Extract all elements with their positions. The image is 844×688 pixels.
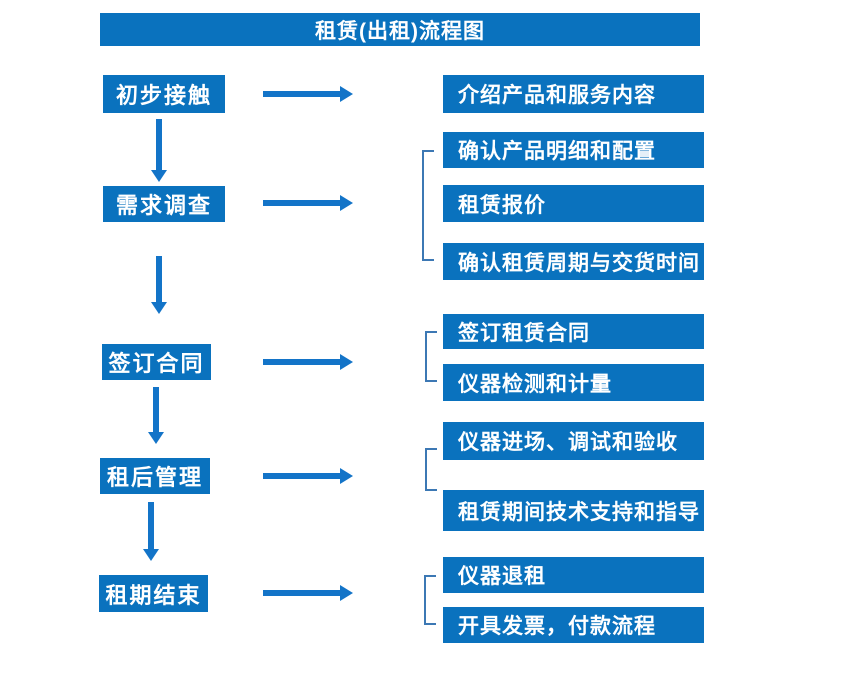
step-box-demand-survey: 需求调查 bbox=[103, 186, 225, 222]
arrow-shaft bbox=[153, 387, 159, 432]
detail-box-introduce-products: 介绍产品和服务内容 bbox=[443, 75, 704, 113]
detail-box-confirm-period-delivery: 确认租赁周期与交货时间 bbox=[443, 243, 704, 280]
arrow-head bbox=[151, 302, 167, 314]
detail-box-tech-support: 租赁期间技术支持和指导 bbox=[443, 490, 704, 531]
arrow-shaft bbox=[263, 590, 341, 596]
detail-box-confirm-product-config: 确认产品明细和配置 bbox=[443, 132, 704, 168]
arrow-head bbox=[340, 354, 353, 370]
arrow-shaft bbox=[263, 91, 341, 97]
step-box-post-rental-management: 租后管理 bbox=[100, 458, 210, 494]
arrow-shaft bbox=[263, 200, 341, 206]
arrow-down-icon-4 bbox=[143, 502, 159, 561]
arrow-right-icon-2 bbox=[263, 195, 353, 211]
arrow-down-icon-1 bbox=[151, 119, 167, 182]
step-box-initial-contact: 初步接触 bbox=[103, 75, 225, 113]
arrow-right-icon-3 bbox=[263, 354, 353, 370]
step-box-rental-end: 租期结束 bbox=[99, 575, 208, 612]
detail-box-instrument-testing: 仪器检测和计量 bbox=[443, 364, 704, 401]
title-bar: 租赁(出租)流程图 bbox=[100, 13, 700, 46]
detail-box-invoice-payment: 开具发票，付款流程 bbox=[443, 607, 704, 643]
arrow-down-icon-2 bbox=[151, 256, 167, 314]
arrow-shaft bbox=[148, 502, 154, 549]
detail-box-sign-rental-contract: 签订租赁合同 bbox=[443, 314, 704, 349]
detail-box-instrument-return: 仪器退租 bbox=[443, 557, 704, 593]
arrow-shaft bbox=[156, 256, 162, 302]
bracket-group-sign-contract bbox=[425, 331, 437, 382]
arrow-shaft bbox=[263, 359, 341, 365]
arrow-head bbox=[340, 585, 353, 601]
detail-box-instrument-setup-acceptance: 仪器进场、调试和验收 bbox=[443, 422, 704, 460]
arrow-shaft bbox=[263, 473, 341, 479]
arrow-right-icon-1 bbox=[263, 86, 353, 102]
arrow-right-icon-4 bbox=[263, 468, 353, 484]
arrow-down-icon-3 bbox=[148, 387, 164, 444]
step-box-sign-contract: 签订合同 bbox=[102, 344, 211, 380]
arrow-head bbox=[340, 468, 353, 484]
bracket-group-rental-end bbox=[424, 575, 436, 625]
bracket-group-demand-survey bbox=[422, 150, 434, 261]
bracket-group-post-rental bbox=[425, 448, 437, 491]
arrow-shaft bbox=[156, 119, 162, 170]
arrow-right-icon-5 bbox=[263, 585, 353, 601]
page-title: 租赁(出租)流程图 bbox=[315, 19, 485, 43]
arrow-head bbox=[151, 170, 167, 182]
arrow-head bbox=[143, 549, 159, 561]
arrow-head bbox=[148, 432, 164, 444]
arrow-head bbox=[340, 195, 353, 211]
arrow-head bbox=[340, 86, 353, 102]
detail-box-rental-quote: 租赁报价 bbox=[443, 185, 704, 222]
